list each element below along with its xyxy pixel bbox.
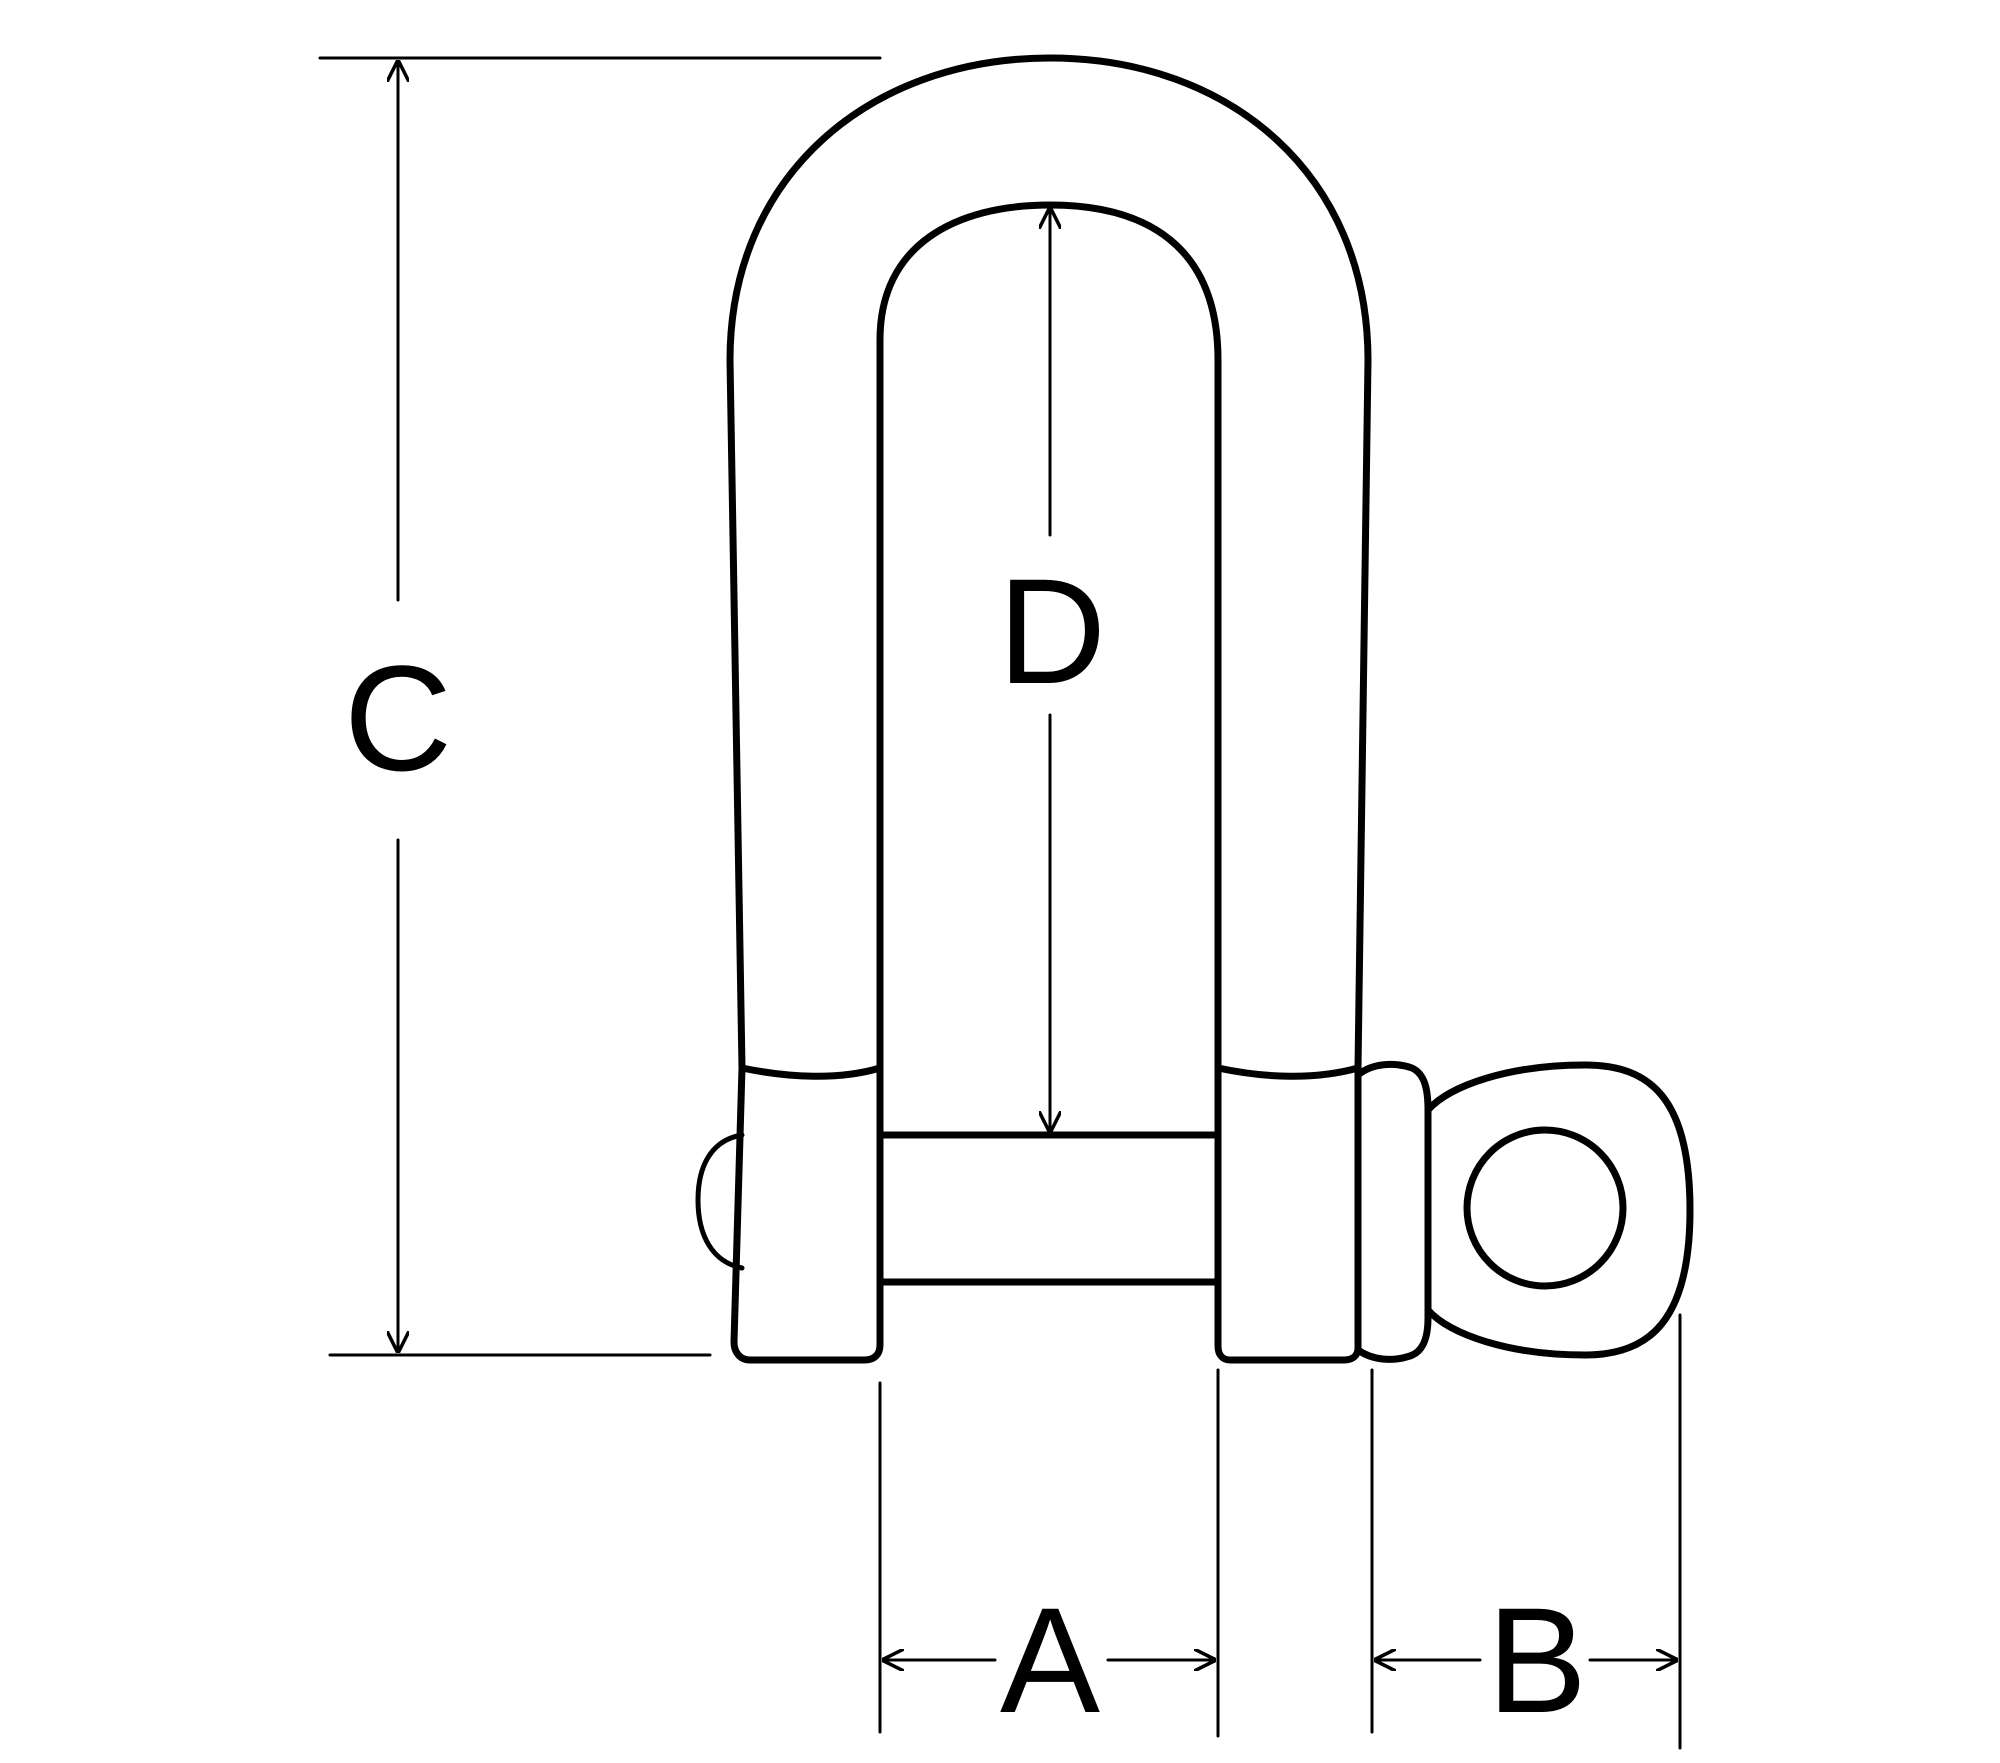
pin-head-left	[695, 1132, 745, 1271]
dimension-label-c: C	[344, 634, 452, 802]
dimension-label-d: D	[998, 547, 1106, 715]
dimension-label-b: B	[1487, 1576, 1587, 1744]
dimension-b: B	[1370, 1313, 1682, 1750]
d-shackle-icon	[695, 54, 1694, 1364]
shackle-outer-outline	[726, 54, 1372, 1072]
dimension-d: D	[998, 209, 1106, 1131]
shackle-right-eye	[1214, 1064, 1362, 1364]
dimension-a: A	[878, 1368, 1220, 1744]
pin-eye	[1424, 1061, 1694, 1359]
shackle-inner-outline	[876, 201, 1222, 1072]
shackle-left-eye	[730, 1064, 884, 1364]
pin-collar	[1354, 1060, 1432, 1363]
dimension-c: C	[318, 56, 882, 1357]
pin-eye-hole	[1463, 1126, 1627, 1290]
dimension-label-a: A	[1000, 1576, 1100, 1744]
